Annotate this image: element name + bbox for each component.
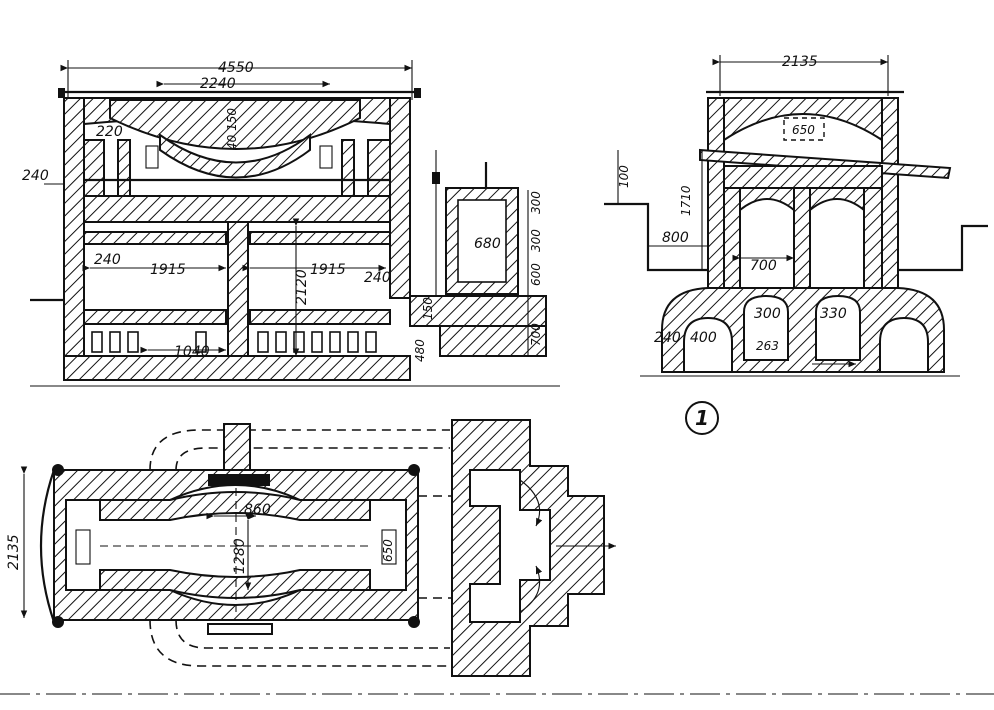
label-240: 240: [654, 330, 681, 346]
figure-number-circle: [685, 401, 719, 435]
dashed-flue-top-inner: [175, 447, 450, 471]
label-2135: 2135: [6, 534, 22, 570]
left-wall: [63, 97, 85, 381]
right-wall: [881, 97, 899, 289]
recuperator-cavity: [457, 199, 507, 283]
label-400: 400: [690, 330, 717, 346]
label-1915-b: 1915: [310, 262, 346, 278]
longitudinal-section: [30, 60, 560, 387]
figure-number-text: 1: [695, 406, 709, 430]
corner-post: [408, 616, 420, 628]
checker-row-upper: [83, 231, 391, 245]
recuperator-channel: [469, 469, 551, 623]
label-860: 860: [244, 502, 271, 518]
port-right: [381, 529, 397, 565]
plan-hatch-bottom: [99, 569, 371, 599]
label-263: 263: [756, 339, 779, 353]
label-700: 700: [529, 323, 543, 346]
chamber-arch-left: [739, 187, 795, 213]
inner-column-right: [341, 139, 355, 201]
corner-post: [408, 464, 420, 476]
left-binding: [39, 469, 56, 623]
right-wall: [389, 97, 411, 299]
roof-arch: [109, 99, 361, 150]
plan-view: [0, 419, 994, 695]
tie-rod-end: [58, 88, 65, 98]
dashed-flue-top-outer: [149, 429, 450, 471]
plan-hatch-top: [99, 491, 371, 521]
label-650: 650: [381, 539, 395, 562]
flow-arrow-top: [519, 479, 543, 527]
label-680: 680: [474, 236, 501, 252]
label-1040: 1040: [174, 344, 210, 360]
label-330: 330: [820, 306, 847, 322]
label-240-right: 240: [364, 270, 391, 286]
port-left: [75, 529, 91, 565]
label-150: 150: [421, 297, 435, 320]
ground-profile-right: [898, 224, 988, 272]
foundation: [63, 355, 411, 381]
label-800: 800: [662, 230, 689, 246]
inner-arch: [159, 132, 311, 179]
label-650: 650: [792, 123, 815, 137]
left-wall: [707, 97, 725, 289]
figure-number: 1: [685, 401, 719, 435]
label-1915-a: 1915: [150, 262, 186, 278]
chamber-arch-right: [809, 187, 865, 213]
label-4550: 4550: [218, 60, 254, 76]
dashed-flue-bottom-outer: [149, 619, 450, 667]
cross-dimension-labels: 2135 650 100 1710 800 700 300 330 400 24…: [617, 54, 847, 353]
dashed-flue-bottom-inner: [175, 619, 450, 649]
hearth-plate: [699, 148, 952, 180]
port-outline: [783, 117, 825, 141]
label-40-150: 40 150: [225, 108, 239, 150]
label-100: 100: [617, 165, 631, 188]
label-700: 700: [750, 258, 777, 274]
burner-plate: [208, 474, 270, 486]
flow-arrow-bottom: [519, 565, 543, 613]
bottom-door: [207, 623, 273, 635]
label-600: 600: [529, 263, 543, 286]
tie-rod-end: [414, 88, 421, 98]
hearth-slab: [723, 165, 883, 189]
label-300b: 300: [529, 229, 543, 252]
label-240-inner: 240: [94, 252, 121, 268]
flue-openings: [91, 331, 377, 353]
burner-port-right: [319, 145, 333, 169]
label-2135: 2135: [782, 54, 818, 70]
label-2240: 2240: [200, 76, 236, 92]
crown-arch: [723, 97, 883, 142]
longitudinal-dimension-labels: 4550 2240 220 240 40 150 240 1915 1915 2…: [22, 60, 543, 362]
chamber-wall-left: [723, 187, 741, 289]
label-300: 300: [529, 191, 543, 214]
hearth-slab: [83, 195, 391, 223]
corner-post: [52, 616, 64, 628]
ground-profile-left: [604, 202, 708, 272]
inner-column-left: [117, 139, 131, 201]
checker-row-lower: [83, 309, 391, 325]
chamber-wall-right: [863, 187, 883, 289]
label-1280: 1280: [232, 538, 248, 574]
cross-section: [604, 55, 988, 377]
flue-opening-right: [815, 294, 861, 361]
flue-opening-left: [743, 294, 789, 361]
arch-opening-left: [683, 316, 733, 373]
plan-dimension-labels: 2135 860 1280 650: [6, 502, 395, 574]
label-480: 480: [413, 339, 427, 362]
label-2120: 2120: [294, 269, 310, 305]
arch-opening-right: [879, 316, 929, 373]
burner-port-left: [145, 145, 159, 169]
label-300: 300: [754, 306, 781, 322]
top-burner-stub: [223, 423, 251, 471]
label-220: 220: [96, 124, 123, 140]
label-1710: 1710: [679, 185, 693, 216]
corner-post: [52, 464, 64, 476]
label-240-left: 240: [22, 168, 49, 184]
